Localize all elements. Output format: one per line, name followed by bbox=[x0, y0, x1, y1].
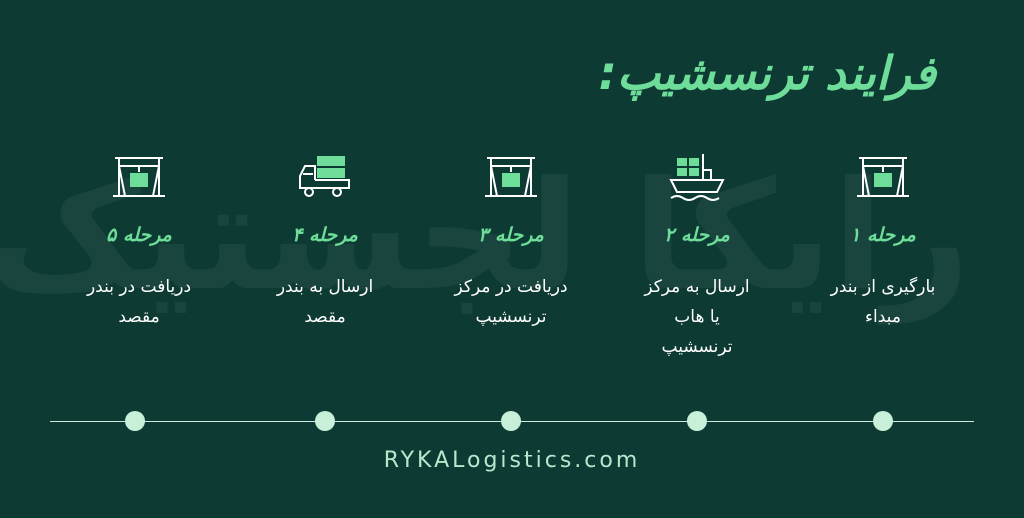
step-description: بارگیری از بندر مبداء bbox=[830, 277, 936, 327]
step-label: مرحله ۵ bbox=[106, 224, 172, 246]
port-crane-icon bbox=[857, 157, 909, 197]
step-label: مرحله ۴ bbox=[292, 224, 358, 246]
cargo-ship-icon bbox=[669, 154, 725, 201]
website-url[interactable]: RYKALogistics.com bbox=[383, 448, 641, 473]
step-2: مرحله ۲ ارسال به مرکز یا هاب ترنسشیپ bbox=[612, 150, 782, 362]
timeline-dot-step-4 bbox=[315, 411, 335, 431]
step-5: مرحله ۵ دریافت در بندر مقصد bbox=[54, 150, 224, 332]
step-description: دریافت در بندر مقصد bbox=[86, 277, 192, 327]
step-label: مرحله ۳ bbox=[478, 224, 544, 246]
step-description: ارسال به بندر مقصد bbox=[276, 277, 374, 327]
step-description: ارسال به مرکز یا هاب ترنسشیپ bbox=[644, 277, 750, 357]
timeline-dot-step-1 bbox=[873, 411, 893, 431]
step-1: مرحله ۱ بارگیری از بندر مبداء bbox=[798, 150, 968, 332]
step-label: مرحله ۲ bbox=[664, 224, 730, 246]
step-description: دریافت در مرکز ترنسشیپ bbox=[454, 277, 568, 327]
step-4: مرحله ۴ ارسال به بندر مقصد bbox=[240, 150, 410, 332]
step-3: مرحله ۳ دریافت در مرکز ترنسشیپ bbox=[426, 150, 596, 332]
container-truck-icon bbox=[299, 156, 350, 197]
port-crane-icon bbox=[485, 157, 537, 197]
timeline-dot-step-3 bbox=[501, 411, 521, 431]
step-label: مرحله ۱ bbox=[850, 224, 916, 246]
port-crane-icon bbox=[113, 157, 165, 197]
page-title: فرایند ترنسشیپ: bbox=[598, 46, 937, 100]
timeline-dot-step-2 bbox=[687, 411, 707, 431]
timeline-dot-step-5 bbox=[125, 411, 145, 431]
